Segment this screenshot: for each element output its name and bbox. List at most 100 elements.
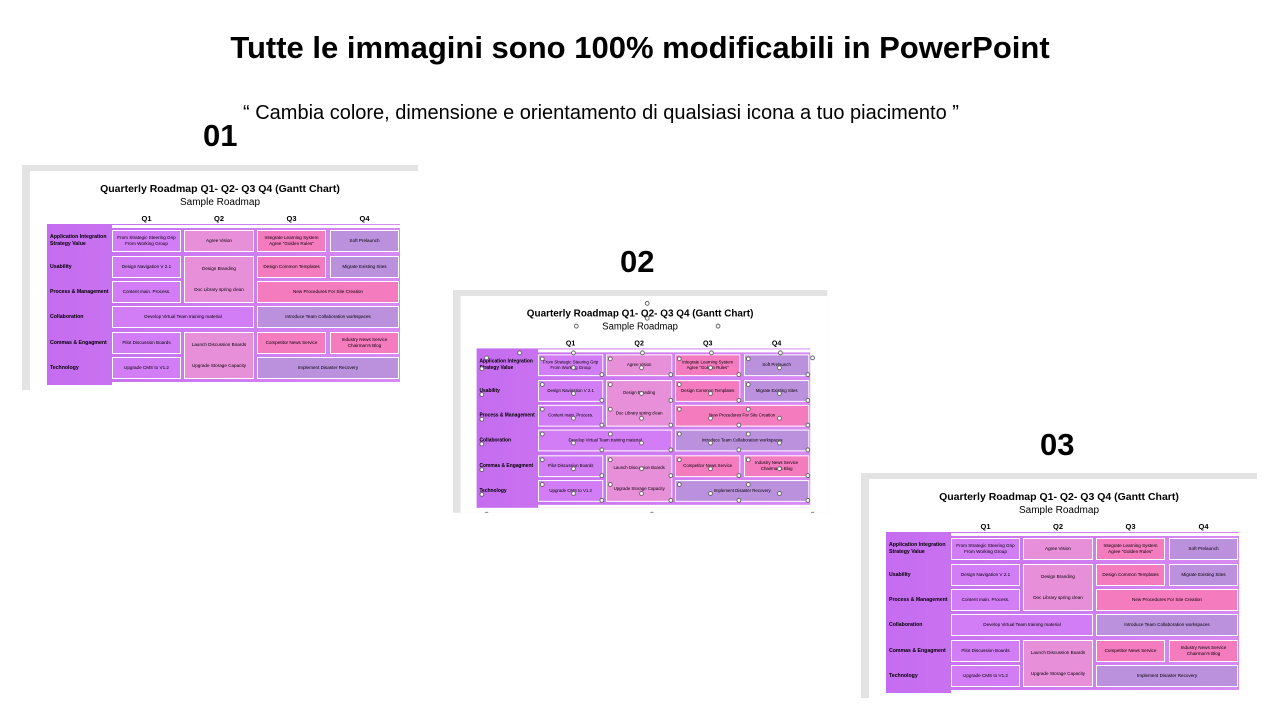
gantt-task[interactable]: Implement Disaster Recovery — [675, 480, 810, 502]
selection-handle[interactable] — [607, 482, 613, 488]
selection-handle[interactable] — [708, 415, 713, 421]
selection-handle[interactable] — [607, 356, 613, 362]
selection-handle[interactable] — [573, 323, 579, 329]
selection-handle[interactable] — [479, 467, 485, 473]
gantt-task[interactable]: Integrate Learning System Agree "Golden … — [1096, 538, 1165, 560]
gantt-task[interactable]: Competitor News Service — [257, 332, 326, 354]
selection-handle[interactable] — [805, 397, 811, 403]
selection-handle[interactable] — [736, 422, 742, 428]
selection-handle[interactable] — [571, 466, 576, 472]
gantt-task[interactable]: Develop Virtual Team training material — [951, 614, 1093, 636]
selection-handle[interactable] — [777, 415, 782, 421]
gantt-task[interactable]: Pilot Discussion Boards — [538, 455, 604, 478]
selection-handle[interactable] — [571, 350, 576, 356]
selection-handle[interactable] — [778, 350, 783, 356]
gantt-task[interactable]: Introduce Team Collaboration workspaces — [1096, 614, 1238, 636]
selection-handle[interactable] — [777, 466, 782, 472]
selection-handle[interactable] — [599, 422, 605, 428]
gantt-task[interactable]: New Procedures For Site Creation — [675, 404, 810, 427]
gantt-task[interactable]: Industry News Service Chairman's Blog — [744, 455, 810, 478]
gantt-task[interactable]: New Procedures For Site Creation — [257, 281, 399, 303]
selection-handle[interactable] — [571, 365, 576, 371]
selection-handle[interactable] — [805, 372, 811, 378]
selection-handle[interactable] — [805, 497, 811, 503]
selection-handle[interactable] — [668, 497, 674, 503]
selection-handle[interactable] — [736, 497, 742, 503]
selection-handle[interactable] — [745, 406, 751, 412]
selection-handle[interactable] — [539, 382, 545, 388]
selection-handle[interactable] — [668, 422, 674, 428]
gantt-task[interactable]: Design Common Templates — [675, 380, 741, 402]
gantt-task[interactable]: From Strategic Steering Grip From Workin… — [538, 354, 604, 377]
gantt-task[interactable]: Migrate Existing Sites — [744, 380, 810, 402]
selection-handle[interactable] — [676, 356, 682, 362]
selection-handle[interactable] — [640, 350, 645, 356]
selection-handle[interactable] — [777, 365, 782, 371]
gantt-task[interactable]: Content main. Process. — [951, 589, 1020, 611]
gantt-task[interactable]: Introduce Team Collaboration workspaces — [675, 429, 810, 452]
selection-handle[interactable] — [639, 365, 644, 371]
selection-handle[interactable] — [745, 382, 751, 388]
selection-handle[interactable] — [668, 372, 674, 378]
gantt-task[interactable]: From Strategic Steering Grip From Workin… — [951, 538, 1020, 560]
selection-handle[interactable] — [607, 457, 613, 463]
selection-handle[interactable] — [607, 382, 613, 388]
gantt-task[interactable]: Upgrade CMS to V1.2 — [538, 480, 604, 502]
selection-handle[interactable] — [745, 356, 751, 362]
gantt-task[interactable]: Design Common Templates — [257, 256, 326, 278]
selection-handle[interactable] — [479, 391, 485, 397]
gantt-task[interactable]: Introduce Team Collaboration workspaces — [257, 306, 399, 328]
gantt-task[interactable]: Soft Prelaunch — [1169, 538, 1238, 560]
gantt-task[interactable]: Content main. Process. — [538, 404, 604, 427]
selection-handle[interactable] — [571, 440, 576, 446]
selection-handle[interactable] — [745, 457, 751, 463]
selection-handle[interactable] — [599, 497, 605, 503]
selection-handle[interactable] — [676, 382, 682, 388]
selection-handle[interactable] — [777, 390, 782, 396]
selection-handle[interactable] — [479, 366, 485, 372]
selection-handle[interactable] — [484, 511, 489, 513]
selection-handle[interactable] — [805, 422, 811, 428]
selection-handle[interactable] — [745, 431, 751, 437]
gantt-task[interactable]: Soft Prelaunch — [330, 230, 399, 252]
gantt-task[interactable]: Agree Vision — [184, 230, 254, 252]
selection-handle[interactable] — [736, 372, 742, 378]
selection-handle[interactable] — [479, 416, 485, 422]
selection-handle[interactable] — [571, 415, 576, 421]
selection-handle[interactable] — [668, 447, 674, 453]
selection-handle[interactable] — [599, 473, 605, 479]
selection-handle[interactable] — [539, 457, 545, 463]
selection-handle[interactable] — [708, 490, 713, 496]
selection-handle[interactable] — [676, 482, 682, 488]
selection-handle[interactable] — [599, 447, 605, 453]
gantt-task[interactable]: Competitor News Service — [675, 455, 741, 478]
gantt-task[interactable]: Implement Disaster Recovery — [1096, 665, 1238, 687]
selection-handle[interactable] — [644, 315, 650, 321]
selection-handle[interactable] — [676, 457, 682, 463]
selection-handle[interactable] — [639, 440, 644, 446]
gantt-task[interactable]: Pilot Discussion Boards — [112, 332, 181, 354]
selection-handle[interactable] — [571, 390, 576, 396]
selection-handle[interactable] — [649, 511, 655, 513]
selection-handle[interactable] — [599, 372, 605, 378]
gantt-task[interactable]: Agree Vision — [1023, 538, 1093, 560]
selection-handle[interactable] — [599, 397, 605, 403]
selection-handle[interactable] — [644, 300, 650, 306]
selection-handle[interactable] — [708, 390, 713, 396]
selection-handle[interactable] — [805, 473, 811, 479]
gantt-task[interactable]: Pilot Discussion Boards — [951, 640, 1020, 662]
selection-handle[interactable] — [539, 431, 545, 437]
gantt-task[interactable]: From Strategic Steering Grip From Workin… — [112, 230, 181, 252]
gantt-slide-3[interactable]: Quarterly Roadmap Q1- Q2- Q3 Q4 (Gantt C… — [861, 473, 1257, 698]
gantt-task[interactable]: Industry News Service Chairman's Blog — [1169, 640, 1238, 662]
selection-handle[interactable] — [810, 355, 815, 361]
gantt-task[interactable]: Upgrade CMS to V1.2 — [951, 665, 1020, 687]
gantt-task[interactable]: New Procedures For Site Creation — [1096, 589, 1238, 611]
selection-handle[interactable] — [639, 390, 644, 396]
selection-handle[interactable] — [639, 466, 644, 472]
gantt-slide-1[interactable]: Quarterly Roadmap Q1- Q2- Q3 Q4 (Gantt C… — [22, 165, 418, 390]
